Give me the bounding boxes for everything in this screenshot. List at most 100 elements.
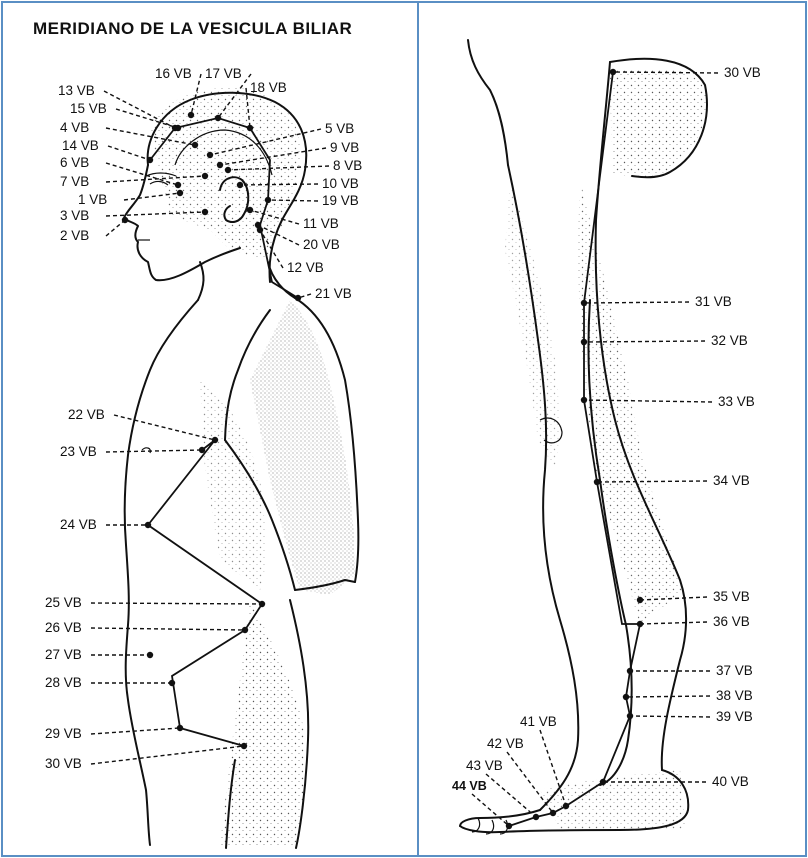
acupoint-dot: [225, 167, 231, 173]
acupoint-label: 37 VB: [716, 663, 753, 678]
acupoint-dot: [247, 207, 253, 213]
acupoint-label: 5 VB: [325, 121, 354, 136]
acupoint-dot: [237, 182, 243, 188]
acupoint-label: 40 VB: [712, 774, 749, 789]
leader-line: [640, 622, 707, 624]
leader-line: [91, 603, 262, 604]
acupoint-dot: [637, 597, 643, 603]
leg-shading: [578, 180, 684, 625]
acupoint-dot: [169, 680, 175, 686]
torso-front: [125, 300, 198, 845]
acupoint-label: 15 VB: [70, 101, 107, 116]
leader-line: [91, 628, 245, 630]
acupoint-dot: [533, 814, 539, 820]
acupoint-label: 4 VB: [60, 120, 89, 135]
acupoint-left-25: 25 VB: [45, 595, 265, 610]
acupoint-label: 42 VB: [487, 736, 524, 751]
acupoint-right-15: 44 VB: [452, 779, 512, 829]
acupoint-label: 9 VB: [330, 140, 359, 155]
acupoint-dot: [242, 627, 248, 633]
right-leg-figure: [460, 40, 707, 834]
acupoint-label: 21 VB: [315, 286, 352, 301]
acupoint-label: 23 VB: [60, 444, 97, 459]
acupoint-label: 35 VB: [713, 589, 750, 604]
acupoint-left-27: 27 VB: [45, 647, 153, 662]
acupoint-left-23: 23 VB: [60, 444, 205, 459]
leader-line: [507, 752, 553, 813]
leader-line: [114, 415, 215, 440]
acupoint-left-21: 21 VB: [295, 286, 352, 301]
acupoint-dot: [177, 190, 183, 196]
acupoint-label: 6 VB: [60, 155, 89, 170]
acupoint-dot: [177, 725, 183, 731]
acupoint-dot: [147, 652, 153, 658]
acupoint-dot: [637, 621, 643, 627]
leader-line: [626, 696, 710, 697]
acupoint-label: 22 VB: [68, 407, 105, 422]
acupoint-dot: [247, 125, 253, 131]
acupoint-label: 11 VB: [303, 216, 339, 231]
acupoint-label: 7 VB: [60, 174, 89, 189]
acupoint-right-8: 37 VB: [627, 663, 753, 678]
acupoint-label: 18 VB: [250, 80, 287, 95]
acupoint-right-7: 36 VB: [637, 614, 750, 629]
acupoint-dot: [627, 668, 633, 674]
acupoint-label: 14 VB: [62, 138, 99, 153]
acupoint-dot: [581, 339, 587, 345]
acupoint-label: 1 VB: [78, 192, 107, 207]
acupoint-dot: [594, 479, 600, 485]
acupoint-dot: [122, 217, 128, 223]
acupoint-label: 16 VB: [155, 66, 192, 81]
acupoint-label: 19 VB: [322, 193, 359, 208]
acupoint-dot: [175, 125, 181, 131]
acupoint-dot: [257, 227, 263, 233]
acupoint-dot: [192, 142, 198, 148]
acupoint-label: 30 VB: [724, 65, 761, 80]
acupoint-label: 31 VB: [695, 294, 732, 309]
acupoint-dot: [600, 779, 606, 785]
acupoint-dot: [147, 157, 153, 163]
acupoint-dot: [199, 447, 205, 453]
leader-line: [472, 794, 509, 826]
acupoint-label: 26 VB: [45, 620, 82, 635]
acupoint-label: 27 VB: [45, 647, 82, 662]
acupoint-label: 41 VB: [520, 714, 557, 729]
diagram-title: MERIDIANO DE LA VESICULA BILIAR: [33, 19, 352, 38]
thigh-shading: [610, 68, 706, 178]
acupoint-label: 30 VB: [45, 756, 82, 771]
acupoint-label: 12 VB: [287, 260, 324, 275]
acupoint-dot: [188, 112, 194, 118]
acupoint-dot: [581, 300, 587, 306]
acupoint-right-9: 38 VB: [623, 688, 753, 703]
acupoint-label: 29 VB: [45, 726, 82, 741]
acupoint-left-22: 22 VB: [68, 407, 218, 443]
acupoint-dot: [212, 437, 218, 443]
acupoint-dot: [175, 182, 181, 188]
acupoint-label: 2 VB: [60, 228, 89, 243]
acupoint-dot: [259, 601, 265, 607]
acupoint-label: 10 VB: [322, 176, 359, 191]
leader-line: [106, 220, 125, 236]
acupoint-label: 38 VB: [716, 688, 753, 703]
acupoint-dot: [202, 209, 208, 215]
acupoint-left-26: 26 VB: [45, 620, 248, 635]
acupoint-label: 43 VB: [466, 758, 503, 773]
acupoint-label: 20 VB: [303, 237, 340, 252]
acupoint-label: 44 VB: [452, 779, 487, 793]
acupoint-label: 24 VB: [60, 517, 97, 532]
acupoint-left-24: 24 VB: [60, 517, 151, 532]
acupoint-label: 13 VB: [58, 83, 95, 98]
acupoint-dot: [202, 173, 208, 179]
neck-front: [198, 262, 204, 300]
acupoint-left-30: 30 VB: [45, 743, 247, 771]
acupoint-label: 36 VB: [713, 614, 750, 629]
acupoint-left-29: 29 VB: [45, 725, 183, 741]
acupoint-dot: [241, 743, 247, 749]
foot-shading: [540, 770, 686, 830]
thigh-top-left: [468, 40, 508, 165]
leader-line: [91, 728, 180, 734]
acupoint-dot: [550, 810, 556, 816]
acupoint-dot: [563, 803, 569, 809]
